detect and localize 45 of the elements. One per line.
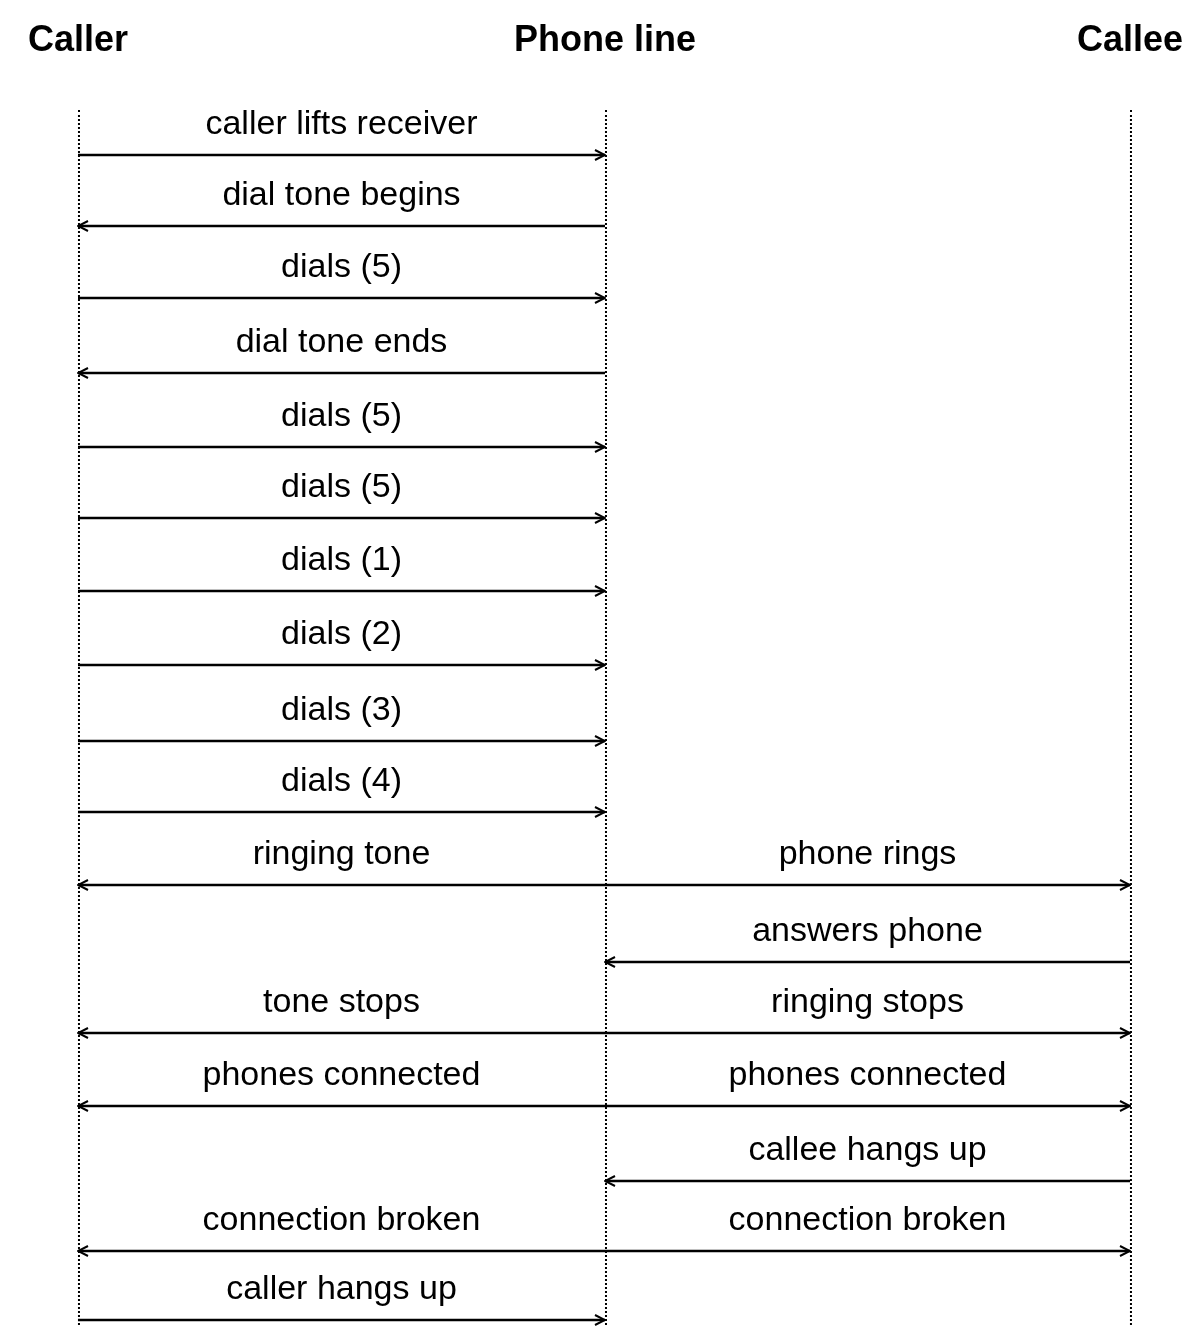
message-arrow (78, 735, 606, 747)
message-label: phone rings (778, 833, 957, 872)
message-arrow (78, 806, 606, 818)
message-arrow (77, 1245, 605, 1257)
participant-header: Phone line (514, 18, 696, 60)
message-label: ringing tone (252, 833, 431, 872)
message-label: dials (5) (281, 246, 402, 285)
message-label: dials (3) (281, 689, 402, 728)
message-label: tone stops (263, 981, 420, 1020)
message-arrow (605, 879, 1131, 891)
message-arrow (77, 1100, 605, 1112)
message-label: dial tone begins (222, 174, 461, 213)
message-label: ringing stops (771, 981, 964, 1020)
message-arrow (605, 1027, 1131, 1039)
message-label: callee hangs up (748, 1129, 987, 1168)
message-label: caller lifts receiver (205, 103, 478, 142)
message-arrow (78, 659, 606, 671)
message-label: phones connected (728, 1054, 1007, 1093)
message-label: phones connected (202, 1054, 481, 1093)
message-label: dials (1) (281, 539, 402, 578)
message-arrow (78, 512, 606, 524)
message-label: connection broken (728, 1199, 1007, 1238)
message-label: connection broken (202, 1199, 481, 1238)
message-arrow (78, 441, 606, 453)
message-arrow (77, 220, 605, 232)
message-arrow (78, 149, 606, 161)
message-arrow (78, 585, 606, 597)
message-arrow (604, 956, 1130, 968)
message-arrow (78, 292, 606, 304)
message-arrow (605, 1245, 1131, 1257)
message-label: dials (5) (281, 466, 402, 505)
participant-header: Caller (27, 18, 129, 60)
message-arrow (77, 879, 605, 891)
participant-header: Callee (1076, 18, 1184, 60)
message-arrow (77, 1027, 605, 1039)
message-label: dials (5) (281, 395, 402, 434)
message-arrow (77, 367, 605, 379)
message-label: caller hangs up (226, 1268, 457, 1307)
message-arrow (78, 1314, 606, 1326)
message-arrow (605, 1100, 1131, 1112)
message-label: dials (4) (281, 760, 402, 799)
message-label: dial tone ends (235, 321, 448, 360)
message-label: answers phone (752, 910, 983, 949)
message-label: dials (2) (281, 613, 402, 652)
message-arrow (604, 1175, 1130, 1187)
